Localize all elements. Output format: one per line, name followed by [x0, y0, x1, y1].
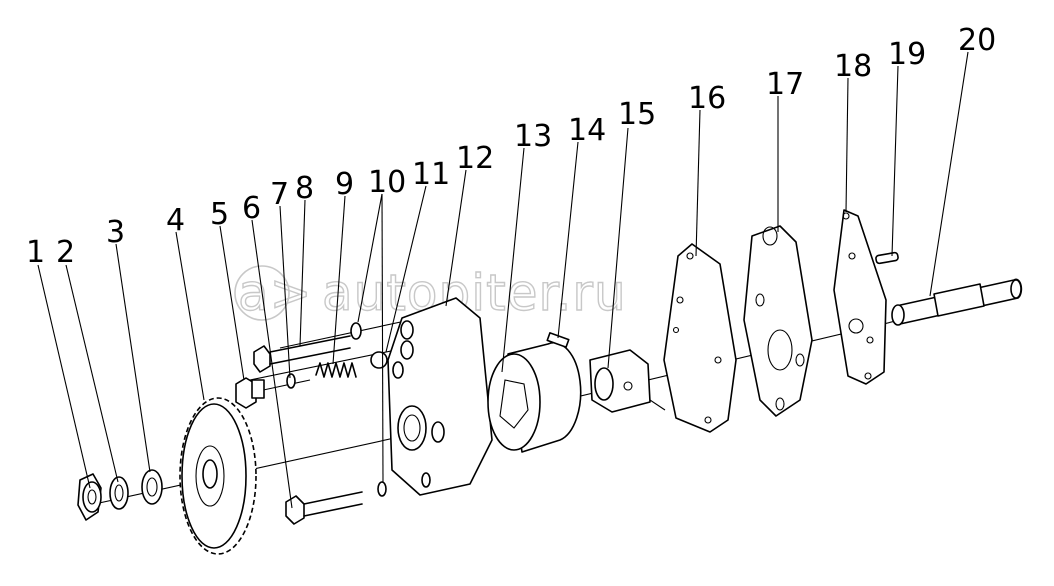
leader-lines — [37, 51, 969, 509]
part-12-pump-housing — [387, 297, 493, 496]
callout-11: 11 — [412, 157, 450, 192]
part-16-gasket — [663, 243, 737, 433]
watermark-logo-icon — [234, 265, 290, 321]
callout-2: 2 — [56, 235, 75, 270]
callout-20: 20 — [958, 23, 996, 58]
part-6-bolt — [253, 335, 351, 373]
callout-8: 8 — [295, 171, 314, 206]
callout-3: 3 — [106, 215, 125, 250]
part-4-drive-gear — [179, 397, 257, 555]
callout-12: 12 — [456, 141, 494, 176]
part-11-ball — [370, 351, 388, 369]
part-14-pin — [546, 332, 570, 348]
callout-18: 18 — [834, 49, 872, 84]
part-18-gasket — [833, 209, 887, 385]
part-15-inner-rotor — [589, 349, 651, 413]
callout-7: 7 — [270, 177, 289, 212]
callout-19: 19 — [888, 37, 926, 72]
callout-10: 10 — [368, 165, 406, 200]
watermark-logo-text: a> — [238, 264, 313, 322]
callout-6: 6 — [242, 191, 261, 226]
part-17-pump-cover — [743, 225, 813, 417]
callout-numbers: 1 2 3 4 5 6 7 8 9 10 11 12 13 14 15 16 1… — [26, 23, 996, 270]
part-10-washer — [350, 322, 387, 497]
part-3-washer — [141, 469, 163, 505]
part-9-spring — [315, 362, 357, 378]
part-2-washer — [109, 476, 129, 510]
part-5-plug — [235, 377, 265, 409]
part-13-outer-rotor — [487, 341, 582, 453]
part-19-key — [875, 251, 899, 265]
part-7-washer — [286, 373, 296, 389]
callout-14: 14 — [568, 113, 606, 148]
callout-17: 17 — [766, 67, 804, 102]
callout-9: 9 — [335, 167, 354, 202]
part-1-nut — [77, 473, 102, 521]
part-6-bolt-lower — [285, 491, 363, 525]
callout-4: 4 — [166, 203, 185, 238]
part-20-drive-shaft — [891, 278, 1023, 326]
callout-13: 13 — [514, 119, 552, 154]
callout-5: 5 — [210, 197, 229, 232]
callout-15: 15 — [618, 97, 656, 132]
callout-1: 1 — [26, 235, 45, 270]
callout-16: 16 — [688, 81, 726, 116]
